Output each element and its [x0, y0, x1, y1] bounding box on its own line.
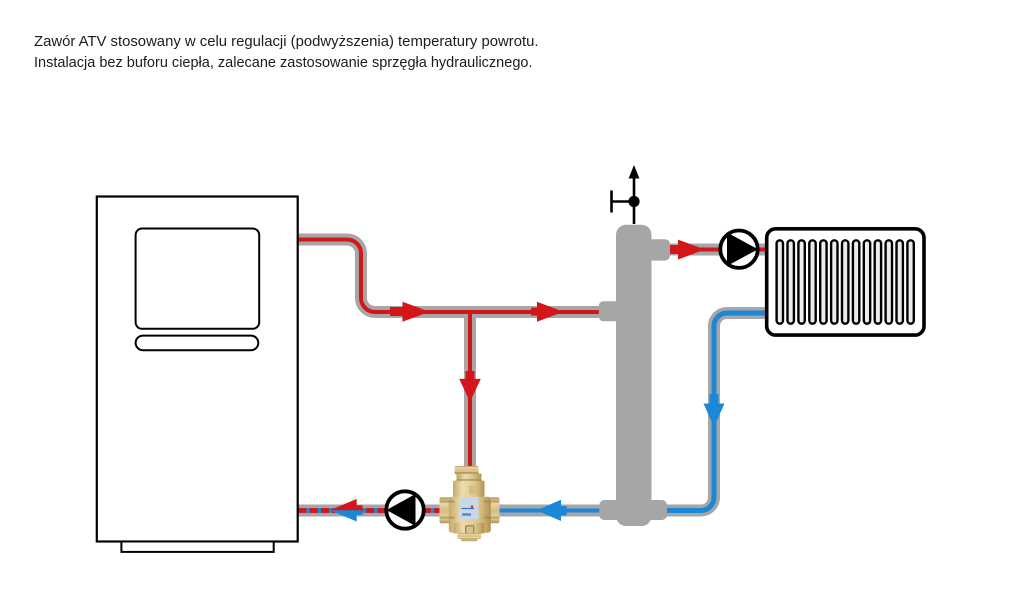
svg-text:Zawór ATV stosowany w celu reg: Zawór ATV stosowany w celu regulacji (po…: [34, 33, 539, 50]
svg-text:Instalacja bez buforu ciepła,: Instalacja bez buforu ciepła, zalecane z…: [34, 54, 533, 71]
